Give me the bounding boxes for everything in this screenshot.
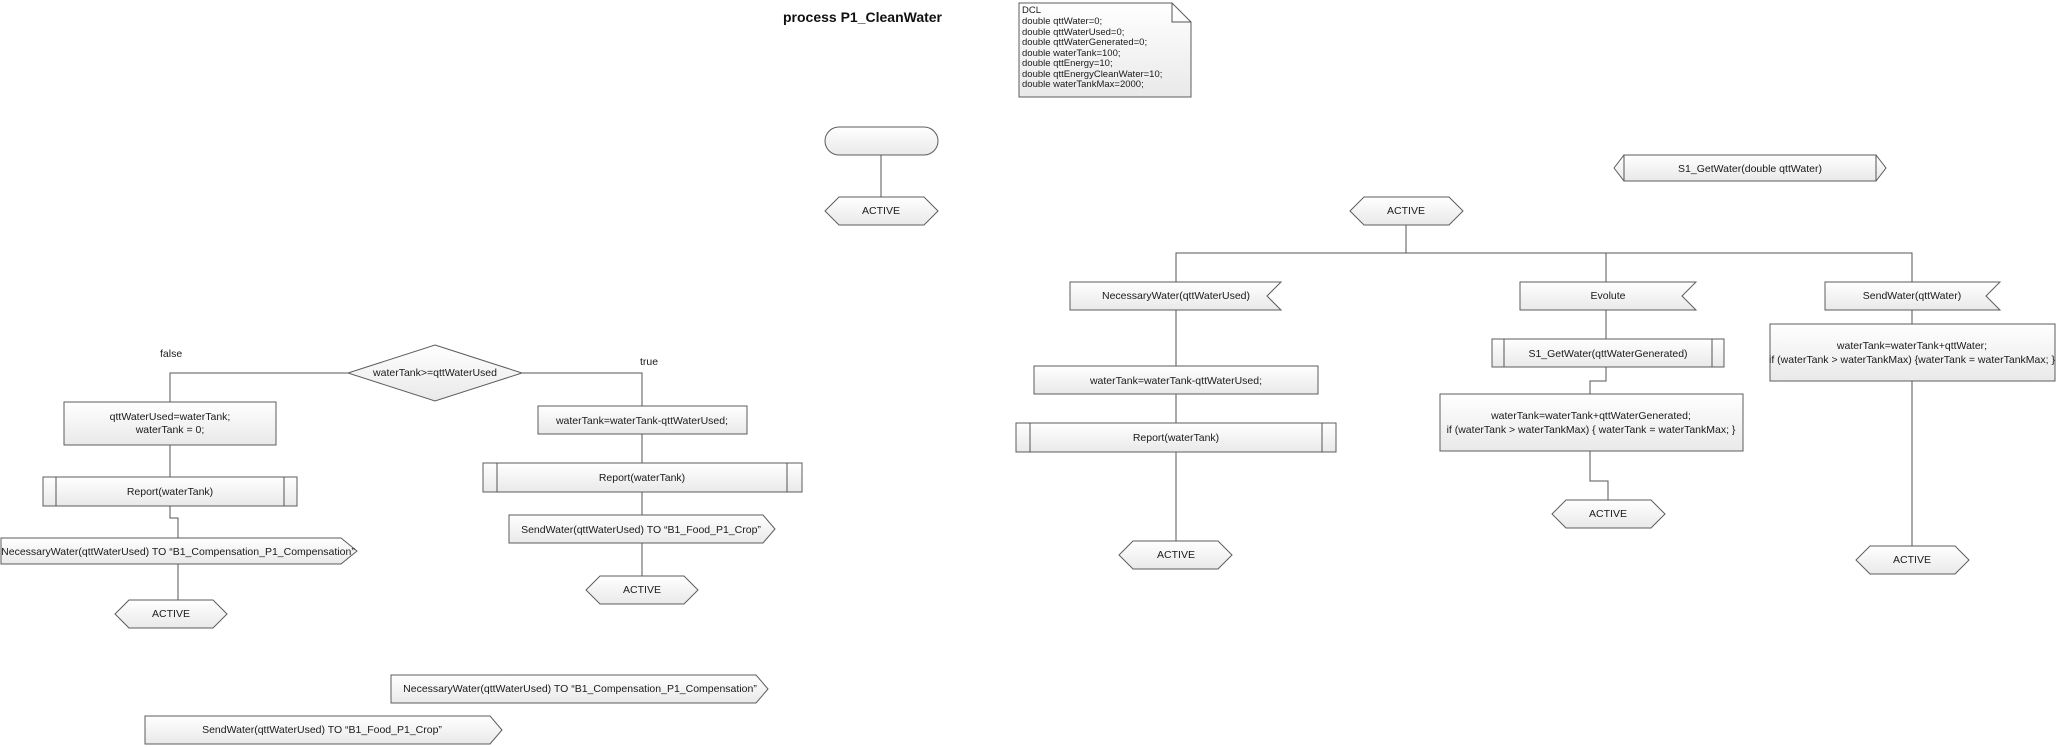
procedure-label: S1_GetWater(qttWaterGenerated) — [1528, 348, 1687, 360]
task-box — [63, 401, 277, 446]
procedure-decl-label: S1_GetWater(double qttWater) — [1678, 163, 1822, 175]
decision-diamond — [346, 344, 524, 402]
state-symbol — [1118, 540, 1233, 570]
false-label: false — [160, 348, 182, 360]
start-symbol — [824, 126, 939, 156]
procedure-declaration: S1_GetWater(double qttWater) — [1613, 154, 1887, 182]
input-signal — [1069, 281, 1283, 311]
state-label: ACTIVE — [1387, 205, 1425, 217]
dcl-line: double qttWaterGenerated=0; — [1022, 37, 1147, 48]
state-label: ACTIVE — [1157, 549, 1195, 561]
task-box — [1769, 323, 2056, 382]
task-line: waterTank=waterTank+qttWaterGenerated; — [1490, 410, 1691, 422]
dcl-line: double qttEnergyCleanWater=10; — [1022, 69, 1162, 80]
task-box — [537, 405, 748, 435]
decision-section: waterTank>=qttWaterUsed false true qttWa… — [0, 344, 803, 629]
state-symbol — [1349, 196, 1464, 226]
task-label: waterTank=waterTank-qttWaterUsed; — [555, 415, 728, 427]
state-symbol — [1551, 499, 1666, 529]
task-label: waterTank=waterTank-qttWaterUsed; — [1089, 375, 1262, 387]
input-signal — [1824, 281, 2002, 311]
output-label: NecessaryWater(qttWaterUsed) TO “B1_Comp… — [1, 546, 355, 558]
procedure-label: Report(waterTank) — [1133, 432, 1219, 444]
procedure-label: Report(waterTank) — [599, 472, 685, 484]
input-label: SendWater(qttWater) — [1863, 290, 1961, 302]
procedure-call — [482, 462, 803, 493]
task-box — [1033, 365, 1319, 395]
task-line: waterTank=waterTank+qttWater; — [1836, 340, 1987, 352]
dcl-line: double waterTankMax=2000; — [1022, 79, 1144, 90]
decision-condition: waterTank>=qttWaterUsed — [372, 367, 497, 379]
output-signal — [144, 715, 503, 745]
output-signal — [390, 674, 769, 704]
dcl-line: DCL — [1022, 5, 1041, 16]
state-label: ACTIVE — [623, 584, 661, 596]
input-signal — [1519, 281, 1698, 311]
state-symbol — [114, 599, 228, 629]
active-state-section: ACTIVE NecessaryWater(qttWaterUsed) wate… — [1015, 196, 2056, 575]
task-line: if (waterTank > waterTankMax) { waterTan… — [1447, 424, 1736, 436]
procedure-call — [1491, 338, 1725, 368]
start-section: ACTIVE — [824, 126, 939, 226]
task-line: waterTank = 0; — [135, 424, 205, 436]
task-line: qttWaterUsed=waterTank; — [110, 411, 231, 423]
declaration-note: DCL double qttWater=0; double qttWaterUs… — [1018, 2, 1192, 98]
dcl-line: double waterTank=100; — [1022, 48, 1121, 59]
state-label: ACTIVE — [152, 608, 190, 620]
output-signal — [508, 514, 776, 544]
output-label: NecessaryWater(qttWaterUsed) TO “B1_Comp… — [403, 683, 757, 695]
state-symbol — [585, 575, 699, 605]
state-label: ACTIVE — [1893, 554, 1931, 566]
state-label: ACTIVE — [1589, 508, 1627, 520]
procedure-call — [42, 476, 298, 507]
output-signal — [0, 537, 358, 565]
state-label: ACTIVE — [862, 205, 900, 217]
output-label: SendWater(qttWaterUsed) TO “B1_Food_P1_C… — [202, 724, 442, 736]
procedure-call — [1015, 422, 1337, 453]
input-label: NecessaryWater(qttWaterUsed) — [1102, 290, 1250, 302]
dcl-line: double qttWater=0; — [1022, 16, 1102, 27]
loose-outputs: NecessaryWater(qttWaterUsed) TO “B1_Comp… — [144, 674, 769, 745]
dcl-line: double qttEnergy=10; — [1022, 58, 1113, 69]
state-symbol — [1855, 545, 1970, 575]
true-label: true — [640, 356, 658, 368]
task-line: if (waterTank > waterTankMax) {waterTank… — [1769, 354, 2055, 366]
input-label: Evolute — [1590, 290, 1625, 302]
task-box — [1439, 393, 1744, 452]
dcl-line: double qttWaterUsed=0; — [1022, 27, 1124, 38]
process-title: process P1_CleanWater — [783, 9, 943, 25]
state-symbol — [824, 196, 939, 226]
procedure-label: Report(waterTank) — [127, 486, 213, 498]
output-label: SendWater(qttWaterUsed) TO “B1_Food_P1_C… — [521, 524, 761, 536]
